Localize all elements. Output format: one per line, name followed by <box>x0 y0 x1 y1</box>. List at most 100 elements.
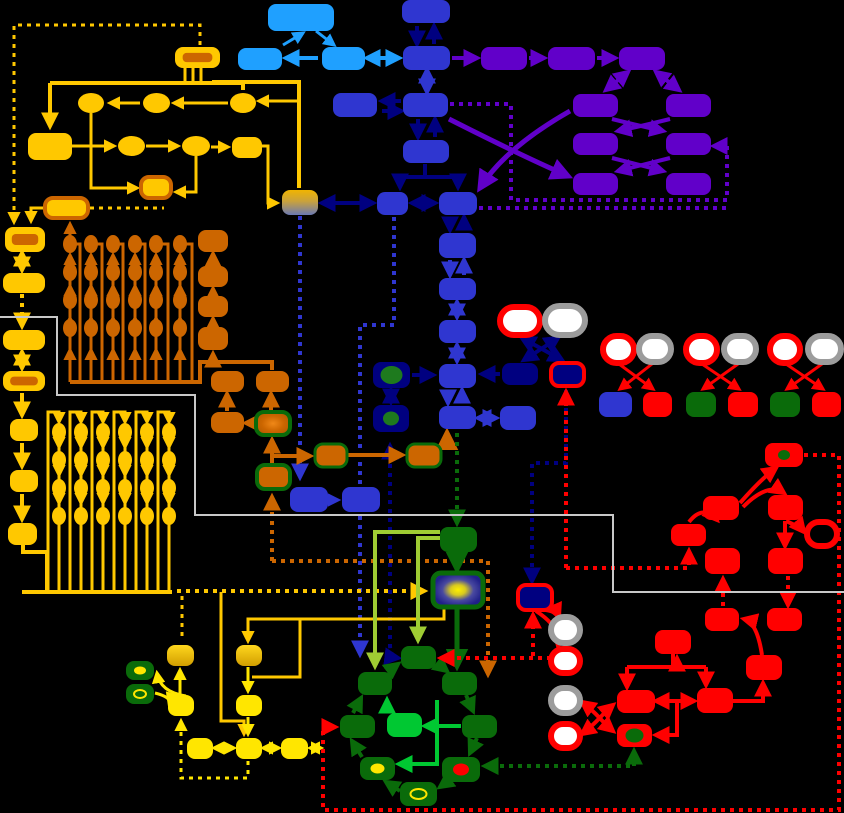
orange-comb-dot[interactable] <box>149 319 163 337</box>
greenborder-orange-2[interactable] <box>255 463 292 491</box>
red-green-dot-node-high[interactable] <box>765 443 803 467</box>
blue-node-3[interactable] <box>403 93 448 117</box>
white-circle-red-4[interactable] <box>767 333 803 366</box>
yellow-comb-dot[interactable] <box>96 507 110 525</box>
cycle-node-2[interactable] <box>358 672 392 695</box>
red-node-9[interactable] <box>746 655 782 680</box>
purple-right-1[interactable] <box>666 94 711 117</box>
lightblue-node-a[interactable] <box>238 48 282 70</box>
white-circle-gray-6[interactable] <box>548 685 583 716</box>
orange-comb-dot[interactable] <box>128 291 142 309</box>
orange-comb-dot[interactable] <box>106 319 120 337</box>
yellow-top-node[interactable] <box>175 47 220 68</box>
red-border-navy-node-2[interactable] <box>516 583 554 612</box>
orange-comb-dot[interactable] <box>84 235 98 253</box>
red-node-4[interactable] <box>705 548 740 574</box>
orange-big-4[interactable] <box>198 327 228 350</box>
green-small-dot-node[interactable] <box>126 661 154 680</box>
yellow-comb-dot[interactable] <box>162 507 176 525</box>
cycle-node-8[interactable] <box>442 672 477 695</box>
left-yellow-5[interactable] <box>10 419 38 441</box>
red-node-7[interactable] <box>767 608 802 631</box>
yellow-comb-dot[interactable] <box>162 451 176 469</box>
white-circle-gray-2[interactable] <box>636 333 674 365</box>
blue-node-mid[interactable] <box>403 46 450 70</box>
orange-comb-dot[interactable] <box>63 263 77 281</box>
white-circle-gray-4[interactable] <box>805 333 844 365</box>
orange-big-2[interactable] <box>198 266 228 287</box>
orange-border-yellow-node-2[interactable] <box>43 196 90 220</box>
yellow-comb-dot[interactable] <box>74 479 88 497</box>
yellow-comb-dot[interactable] <box>96 451 110 469</box>
yellow-comb-dot[interactable] <box>118 479 132 497</box>
blue-cofactor-node[interactable] <box>599 392 632 417</box>
purple-left-3[interactable] <box>573 173 618 195</box>
red-node-5[interactable] <box>768 548 803 574</box>
yellow-comb-dot[interactable] <box>52 479 66 497</box>
white-circle-gray-3[interactable] <box>721 333 759 365</box>
red-node-2[interactable] <box>768 495 803 520</box>
white-circle-gray-5[interactable] <box>548 614 583 646</box>
yellow-comb-dot[interactable] <box>162 479 176 497</box>
white-circle-gray-1[interactable] <box>542 303 588 338</box>
red-node-11[interactable] <box>697 688 733 713</box>
purple-node-2[interactable] <box>548 47 595 70</box>
white-circle-red-6[interactable] <box>548 721 583 751</box>
green-top-node[interactable] <box>440 527 477 552</box>
cycle-node-1[interactable] <box>401 646 436 669</box>
cycle-node-6[interactable] <box>442 757 480 782</box>
blue-node-l2[interactable] <box>342 487 380 512</box>
cycle-node-3[interactable] <box>340 715 375 738</box>
yellow-comb-dot[interactable] <box>140 507 154 525</box>
orange-comb-dot[interactable] <box>173 263 187 281</box>
orange-border-yellow-node-1[interactable] <box>139 175 173 200</box>
cycle-node-4[interactable] <box>360 757 395 780</box>
yellow-comb-dot[interactable] <box>140 479 154 497</box>
red-node-10[interactable] <box>617 690 655 713</box>
red-ring-node[interactable] <box>804 519 840 549</box>
yellow-comb-dot[interactable] <box>118 451 132 469</box>
yellow-comb-dot[interactable] <box>74 451 88 469</box>
orange-comb-dot[interactable] <box>63 319 77 337</box>
byellow-node-6[interactable] <box>187 738 213 759</box>
greenborder-orange-chain-1[interactable] <box>313 442 349 469</box>
orange-comb-dot[interactable] <box>106 263 120 281</box>
cycle-node-7[interactable] <box>462 715 497 738</box>
byellow-node-3[interactable] <box>236 695 262 716</box>
gold-node-2[interactable] <box>236 645 262 666</box>
greenborder-orange-1[interactable] <box>254 410 292 437</box>
orange-comb-dot[interactable] <box>84 291 98 309</box>
orange-comb-dot[interactable] <box>84 263 98 281</box>
orange-comb-dot[interactable] <box>149 235 163 253</box>
left-yellow-1[interactable] <box>5 227 45 252</box>
greenborder-orange-chain-2[interactable] <box>405 442 443 469</box>
blue-node-13[interactable] <box>500 406 536 430</box>
navy-green-dot-node-2[interactable] <box>373 405 409 432</box>
yellow-rect-2[interactable] <box>232 137 262 158</box>
orange-big-1[interactable] <box>198 230 228 252</box>
orange-comb-dot[interactable] <box>149 291 163 309</box>
left-yellow-6[interactable] <box>10 470 38 492</box>
blue-node-6[interactable] <box>377 192 408 215</box>
navy-node-1[interactable] <box>502 363 538 385</box>
left-yellow-4[interactable] <box>3 371 45 391</box>
blue-node-9[interactable] <box>439 278 476 300</box>
yellow-rect-1[interactable] <box>28 133 72 160</box>
blue-node-12[interactable] <box>439 406 476 429</box>
yellow-comb-dot[interactable] <box>140 423 154 441</box>
orange-comb-dot[interactable] <box>173 319 187 337</box>
blue-node-5[interactable] <box>403 140 449 163</box>
green-cofactor-1[interactable] <box>686 392 716 417</box>
blue-node-7[interactable] <box>439 192 477 215</box>
blue-node-top[interactable] <box>402 0 450 23</box>
orange-comb-dot[interactable] <box>84 319 98 337</box>
left-yellow-2[interactable] <box>3 273 45 293</box>
green-small-ring-node[interactable] <box>126 684 154 704</box>
orange-row-3[interactable] <box>211 412 244 433</box>
white-circle-red-5[interactable] <box>548 646 583 676</box>
gold-node-1[interactable] <box>167 645 194 666</box>
byellow-node-7[interactable] <box>281 738 308 759</box>
orange-row-2[interactable] <box>256 371 289 392</box>
red-cofactor-1[interactable] <box>643 392 672 417</box>
yellow-comb-dot[interactable] <box>52 423 66 441</box>
